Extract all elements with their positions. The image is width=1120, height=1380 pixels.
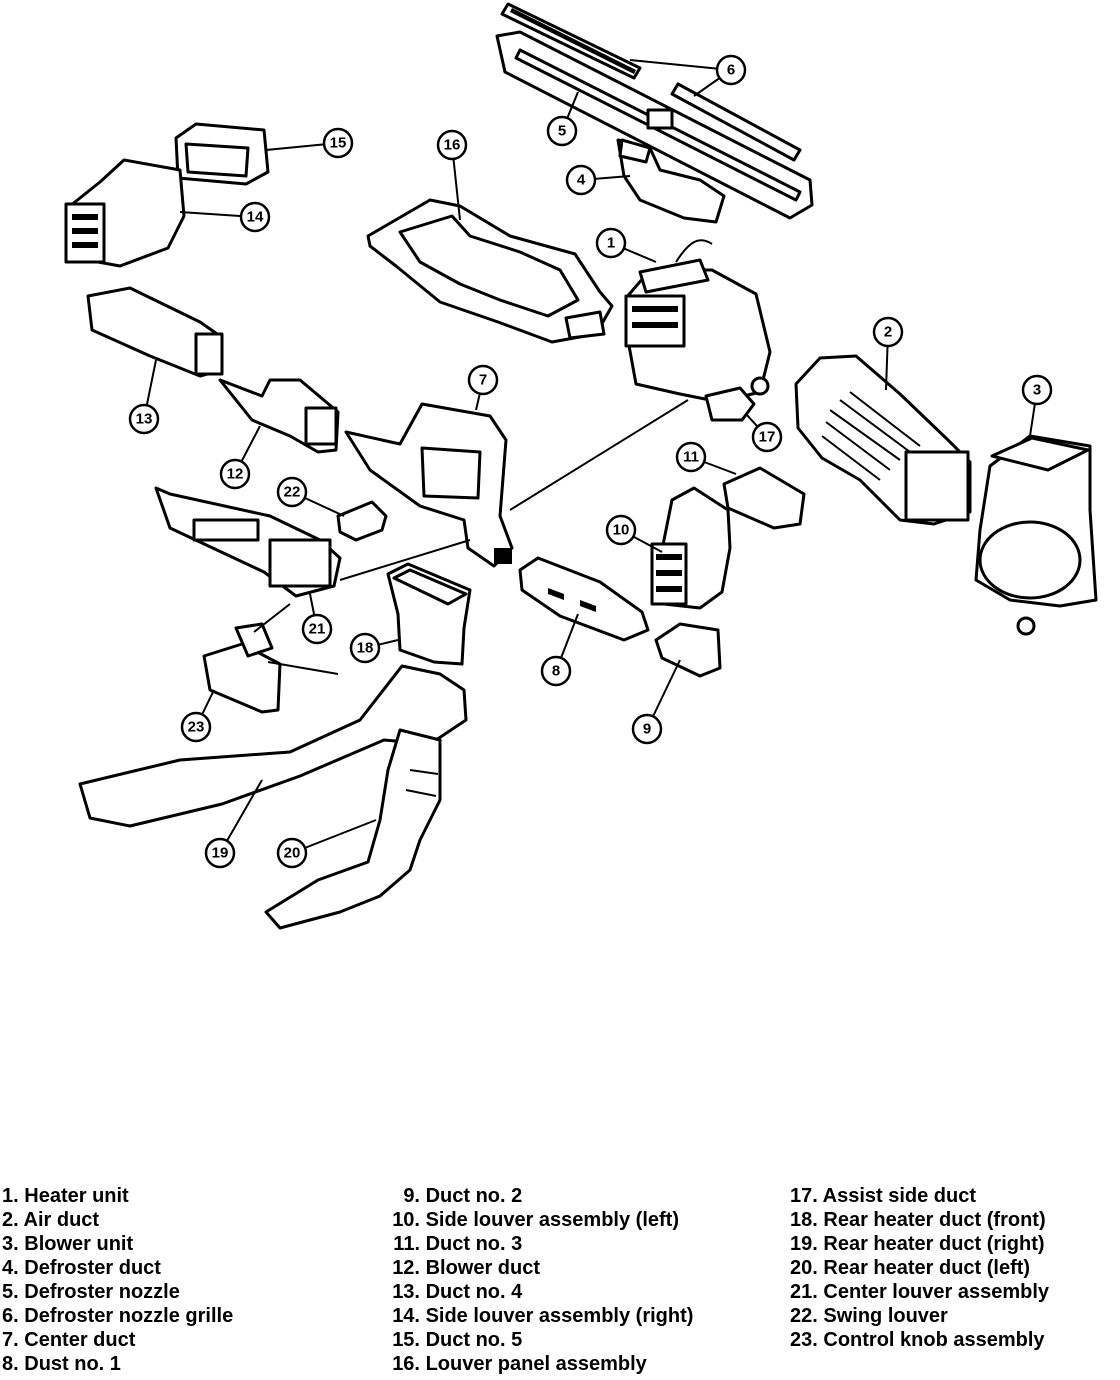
callout-12: 12 (219, 458, 251, 490)
callout-19: 19 (204, 837, 236, 869)
svg-text:7: 7 (479, 372, 487, 389)
callout-23: 23 (180, 711, 212, 743)
legend-item: 22. Swing louver (790, 1305, 948, 1327)
defroster-nozzle (495, 30, 814, 220)
svg-text:18: 18 (357, 640, 374, 657)
callout-14: 14 (239, 201, 271, 233)
svg-text:2: 2 (884, 324, 892, 341)
callout-21: 21 (301, 613, 333, 645)
legend-item: 21. Center louver assembly (790, 1281, 1050, 1303)
svg-text:22: 22 (284, 484, 301, 501)
center-louver-assembly (154, 486, 342, 598)
legend-item: 19. Rear heater duct (right) (790, 1233, 1045, 1255)
svg-text:20: 20 (284, 845, 301, 862)
heater-unit (624, 239, 772, 404)
legend-item: 10. Side louver assembly (left) (392, 1209, 679, 1231)
svg-text:5: 5 (558, 123, 566, 140)
legend-item: 15. Duct no. 5 (392, 1329, 523, 1351)
swing-louver (336, 500, 388, 542)
svg-text:3: 3 (1033, 382, 1041, 399)
callout-3: 3 (1021, 374, 1053, 406)
side-louver-assembly-left (650, 486, 732, 610)
legend-item: 1. Heater unit (2, 1185, 129, 1207)
svg-text:8: 8 (552, 663, 560, 680)
svg-text:9: 9 (643, 721, 651, 738)
svg-text:21: 21 (309, 621, 326, 638)
rear-heater-duct-left (264, 728, 442, 930)
legend-item: 13. Duct no. 4 (392, 1281, 523, 1303)
svg-text:1: 1 (607, 235, 615, 252)
air-duct (794, 354, 972, 526)
legend-item: 16. Louver panel assembly (392, 1353, 647, 1375)
svg-text:4: 4 (577, 172, 586, 189)
legend-item: 11. Duct no. 3 (393, 1233, 523, 1255)
rear-heater-duct-front (386, 562, 472, 666)
legend-item: 4. Defroster duct (2, 1257, 161, 1279)
callout-20: 20 (276, 837, 308, 869)
callout-8: 8 (540, 655, 572, 687)
legend-item: 12. Blower duct (392, 1257, 541, 1279)
svg-text:19: 19 (212, 845, 229, 862)
rear-heater-duct-right (78, 664, 468, 828)
svg-text:16: 16 (444, 137, 461, 154)
callout-10: 10 (605, 514, 637, 546)
legend-column-3: 17. Assist side duct 18. Rear heater duc… (790, 1184, 1049, 1352)
svg-text:12: 12 (227, 466, 244, 483)
svg-text:15: 15 (330, 135, 347, 152)
callout-2: 2 (872, 316, 904, 348)
defroster-duct (616, 138, 726, 224)
assist-side-duct (704, 386, 756, 422)
louver-panel-assembly (366, 198, 614, 344)
legend-item: 5. Defroster nozzle (2, 1281, 180, 1303)
legend-item: 3. Blower unit (2, 1233, 134, 1255)
svg-text:6: 6 (727, 62, 735, 79)
leader-lines (143, 59, 1038, 854)
svg-text:23: 23 (188, 719, 205, 736)
callout-15: 15 (322, 127, 354, 159)
parts-diagram: 1 2 3 4 5 6 7 8 9 10 11 12 13 14 15 16 1… (64, 2, 1098, 930)
duct-no-2 (654, 622, 722, 678)
blower-unit (974, 434, 1098, 636)
legend-item: 6. Defroster nozzle grille (2, 1305, 234, 1327)
callout-5: 5 (546, 115, 578, 147)
legend-item: 18. Rear heater duct (front) (790, 1209, 1046, 1231)
control-knob-assembly (202, 603, 339, 714)
legend-column-1: 1. Heater unit 2. Air duct 3. Blower uni… (2, 1184, 233, 1376)
side-louver-assembly-right (64, 158, 186, 268)
callout-4: 4 (565, 164, 597, 196)
svg-text:10: 10 (613, 522, 630, 539)
duct-no-1 (518, 556, 650, 642)
legend-item: 20. Rear heater duct (left) (790, 1257, 1031, 1279)
legend-item: 9. Duct no. 2 (403, 1185, 523, 1207)
legend-column-2: 9. Duct no. 2 10. Side louver assembly (… (386, 1184, 693, 1376)
legend-item: 14. Side louver assembly (right) (392, 1305, 694, 1327)
legend-item: 8. Dust no. 1 (2, 1353, 121, 1375)
callout-18: 18 (349, 632, 381, 664)
callout-6: 6 (715, 54, 747, 86)
svg-text:11: 11 (683, 449, 699, 466)
callout-11: 11 (675, 441, 707, 473)
callout-16: 16 (436, 129, 468, 161)
callout-17: 17 (751, 421, 783, 453)
callout-1: 1 (595, 227, 627, 259)
duct-no-5 (174, 122, 270, 186)
callout-9: 9 (631, 713, 663, 745)
callout-13: 13 (128, 403, 160, 435)
legend-item: 17. Assist side duct (790, 1185, 977, 1207)
callout-7: 7 (467, 364, 499, 396)
center-duct (344, 402, 514, 568)
duct-no-3 (722, 466, 806, 530)
svg-text:14: 14 (247, 209, 264, 226)
duct-no-4 (86, 286, 224, 378)
blower-duct (218, 378, 340, 454)
svg-text:13: 13 (136, 411, 153, 428)
callout-22: 22 (276, 476, 308, 508)
legend-item: 7. Center duct (2, 1329, 136, 1351)
legend-item: 23. Control knob assembly (790, 1329, 1045, 1351)
legend-item: 2. Air duct (2, 1209, 100, 1231)
defroster-nozzle-grille (500, 2, 802, 162)
svg-text:17: 17 (759, 429, 776, 446)
